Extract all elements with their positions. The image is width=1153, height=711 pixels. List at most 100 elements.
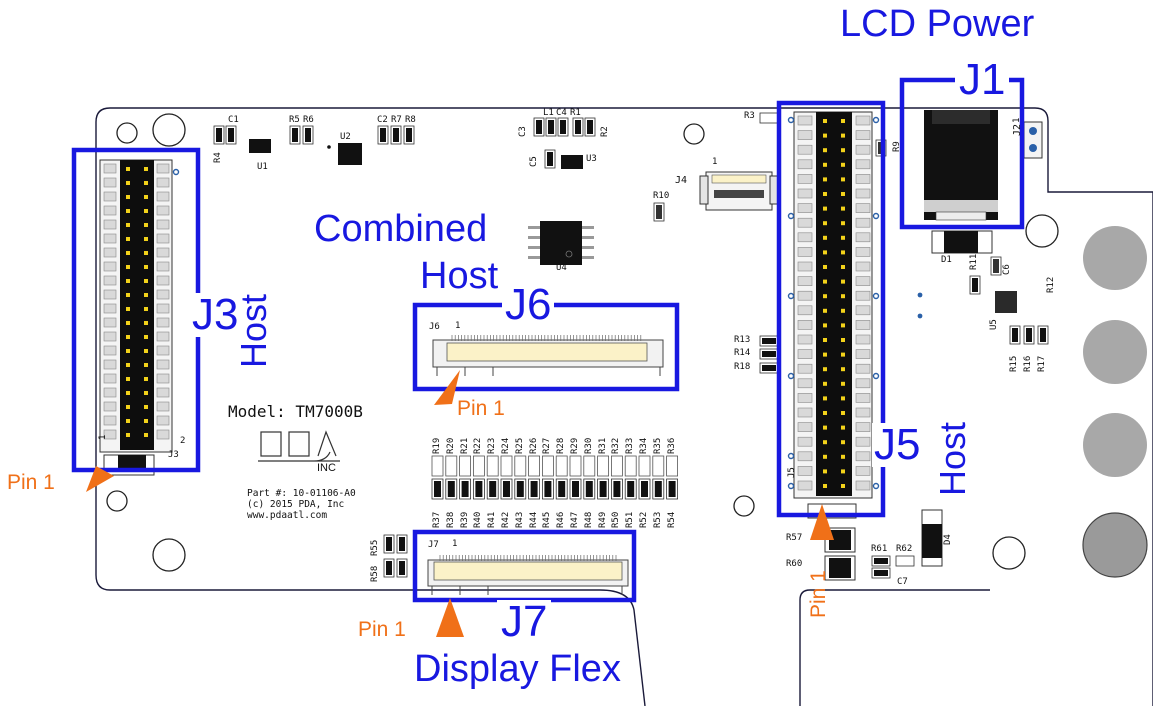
j7-flex-area [433,561,623,581]
pda-logo [258,430,340,462]
j5-via [787,212,795,220]
silkscreen-label: R33 [625,437,636,454]
callout-j7: J7 [497,600,552,644]
j5-pin [841,425,845,430]
j5-side-pad [797,436,813,447]
silkscreen-label: 1 [1012,117,1022,123]
j5-pin-field [816,112,852,496]
resistor-top [472,455,485,477]
j5-pin [823,323,827,328]
silkscreen-label: J6 [429,322,440,332]
j6-pin-arrow [434,370,460,405]
j3-side-pad [103,345,117,356]
j5-via [872,212,880,220]
silkscreen-label: R20 [445,437,456,454]
silkscreen-label: R38 [445,511,456,528]
silkscreen-label: R19 [432,437,442,454]
smd-body [898,558,912,564]
j3-pin [144,181,148,185]
silkscreen-label: R21 [459,437,470,454]
silkscreen-label: R16 [1023,355,1033,372]
silkscreen-label: C2 [377,115,388,125]
silkscreen-label: R40 [473,511,484,528]
j5-side-pad [855,276,871,286]
resistor-bottom-body [627,481,635,497]
j5-side-pad [855,130,871,140]
smd-body [1012,328,1018,342]
j3-side-pad [156,317,170,328]
j5-side-pad [855,159,871,170]
mounting-hole [992,536,1026,570]
j3-side-pad [103,275,117,286]
callout-j6: J6 [502,283,555,327]
silkscreen-label: L1 [543,108,554,118]
silkscreen-label: R12 [1046,276,1056,293]
j3-side-pad [103,359,117,370]
j3-pin [144,321,148,325]
smd-body [972,278,978,292]
resistor-top [514,455,527,477]
j3-side-pad [156,177,170,188]
j5-pin [823,294,827,299]
smd-body [399,537,405,551]
u5-chip [995,291,1017,313]
j5-side-pad [797,115,813,126]
j3-pin [126,433,130,437]
silkscreen-label: 1 [98,434,108,440]
resistor-top [611,455,623,477]
j5-side-pad [855,320,871,330]
j5-side-pad [855,334,871,345]
j5-side-pad [855,174,871,184]
silkscreen-label: J4 [675,175,688,186]
j3-side-pad [103,205,117,216]
silkscreen-label: R45 [542,511,553,528]
silkscreen-label: C7 [897,577,908,587]
j5-side-pad [797,334,813,345]
silkscreen-label: 1 [712,157,718,167]
j3-pin [144,279,148,283]
mounting-hole [152,538,186,572]
silkscreen-label: R60 [786,559,803,569]
j5-side-pad [855,261,871,272]
j3-pins [126,167,180,437]
j5-pin [841,469,845,474]
resistor-top [666,455,678,477]
model-label: Model: TM7000B [228,402,363,421]
silkscreen-label: R47 [570,511,580,528]
j5-pin [841,396,845,401]
j3-pin [126,167,130,171]
j3-side-pad [156,387,170,398]
j3-side-pad [156,191,170,202]
j5-side-pad [797,232,813,243]
j3-side-pad [103,177,117,188]
j5-pin [823,221,827,226]
j3-side-pad [103,303,117,314]
j5-side-pad [797,159,813,170]
smd-body [762,365,776,371]
silkscreen-label: U1 [257,162,268,172]
j3-pin [126,363,130,367]
j5-side-pads [797,115,871,491]
j5-via [787,116,795,124]
j3-side-pad [156,219,170,230]
silkscreen-label: U2 [340,132,351,142]
j5-side-pad [855,422,871,432]
website: www.pdaatl.com [247,510,328,521]
silkscreen-label: R29 [570,437,580,454]
j3-side-pad [156,373,170,384]
resistor-array-top [431,455,678,477]
j3-side-pad [156,429,170,440]
j3-pin [144,363,148,367]
j3-pin [126,321,130,325]
j3-pin [144,405,148,409]
resistor-top [583,455,596,477]
j5-pin [841,162,845,167]
resistor-bottom-body [613,481,621,497]
resistor-bottom-body [434,481,441,497]
j3-pin [126,209,130,213]
button-cap [1083,413,1147,477]
j3-side-pad [103,373,117,384]
j3-side-pad [156,345,170,356]
silkscreen-label: C3 [518,126,528,137]
silkscreen-label: R57 [786,533,803,543]
